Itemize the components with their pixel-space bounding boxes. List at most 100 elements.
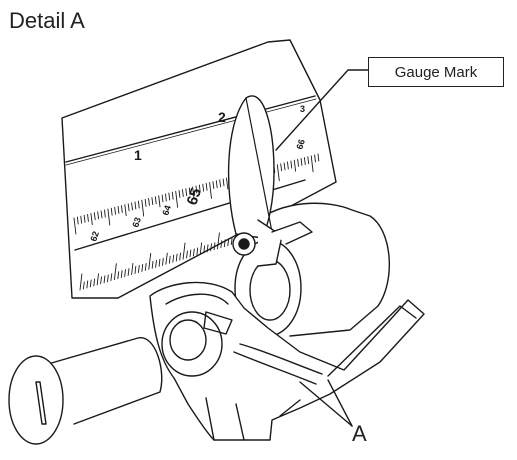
scale-tick [117, 271, 120, 280]
scale-tick [144, 198, 147, 207]
scale-plate [61, 39, 337, 299]
scale-tick [165, 193, 167, 202]
scale-tick [117, 205, 120, 214]
scale-tick [230, 237, 233, 246]
scale-tick [134, 201, 137, 210]
scale-tick [110, 273, 113, 282]
gauge-mark-paddle [227, 95, 313, 267]
scale-tick [79, 273, 83, 291]
gauge-mark-callout-box: Gauge Mark [368, 57, 504, 87]
scale-label-upper-1: 1 [134, 147, 142, 163]
scale-tick [210, 243, 212, 252]
scale-tick [120, 205, 123, 214]
scale-tick [87, 213, 89, 222]
scale-tick [293, 159, 297, 172]
scale-tick [212, 181, 215, 190]
scale-tick [137, 200, 140, 209]
scale-tick [290, 160, 293, 169]
scale-tick [213, 242, 216, 251]
scale-label-lower-66: 66 [294, 138, 307, 151]
scale-tick [93, 212, 96, 221]
scale-label-lower-63: 63 [130, 216, 143, 229]
scale-tick [283, 162, 286, 171]
scale-tick [107, 274, 109, 283]
scale-tick [113, 263, 117, 281]
scale-tick [175, 190, 179, 208]
scale-tick [104, 209, 106, 218]
figure-title: Detail A [9, 8, 85, 33]
scale-tick [175, 253, 178, 262]
scale-tick [97, 211, 100, 220]
scale-tick [100, 210, 103, 219]
scale-tick [168, 255, 171, 264]
scale-tick [82, 281, 85, 290]
scale-tick [226, 177, 229, 190]
scale-tick [185, 188, 188, 197]
scale-tick [134, 266, 137, 274]
scale-tick [198, 184, 201, 193]
scale-tick [127, 203, 130, 212]
scale-tick [217, 232, 220, 250]
scale-tick [172, 254, 175, 263]
scale-tick [73, 217, 77, 235]
scale-tick [303, 157, 306, 166]
scale-label-upper-3: 3 [300, 104, 305, 114]
scale-tick [188, 187, 191, 196]
scale-tick [317, 153, 320, 162]
scale-label-lower-62: 62 [88, 230, 101, 243]
shaft-and-knob [8, 337, 163, 445]
scale-tick [110, 207, 113, 216]
scale-label-lower-65: 65 [184, 186, 205, 207]
scale-tick [203, 245, 206, 254]
scale-tick [154, 196, 157, 205]
scale-tick [181, 189, 184, 198]
scale-tick [192, 248, 195, 257]
scale-tick [220, 240, 223, 249]
scale-tick [219, 179, 222, 188]
scale-label-upper-2: 2 [218, 109, 226, 125]
scale-tick [161, 194, 164, 203]
scale-tick [131, 263, 134, 275]
scale-tick [144, 262, 147, 271]
scale-tick [96, 273, 99, 286]
scale-tick [158, 195, 161, 208]
scale-tick [124, 269, 126, 278]
scale-tick [287, 161, 289, 170]
scale-tick [89, 279, 92, 288]
scale-label-lower-64: 64 [160, 204, 173, 217]
scale-tick [158, 258, 161, 267]
reference-leader-line-1 [299, 381, 353, 427]
scale-tick [310, 155, 314, 173]
scale-tick [120, 270, 123, 279]
bracket-body [149, 281, 425, 441]
scale-tick [151, 260, 154, 269]
scale-tick [215, 180, 218, 189]
scale-tick [131, 202, 133, 211]
scale-tick [148, 197, 150, 206]
scale-tick [297, 158, 299, 167]
scale-tick [162, 257, 164, 266]
scale-tick [202, 183, 205, 192]
scale-tick [141, 263, 144, 272]
scale-tick [93, 278, 96, 287]
scale-tick [80, 215, 83, 224]
scale-tick [137, 265, 140, 273]
scale-tick [148, 252, 152, 270]
scale-tick [280, 163, 283, 172]
scale-tick [223, 239, 226, 248]
scale-tick [151, 197, 154, 206]
scale-tick [127, 268, 130, 277]
reference-letter-a: A [352, 421, 367, 446]
scale-tick [103, 275, 106, 284]
scale-tick [100, 276, 102, 285]
scale-tick [209, 181, 212, 199]
scale-tick [206, 244, 209, 253]
scale-tick [124, 204, 127, 217]
scale-tick [168, 192, 171, 201]
gauge-mark-leader-line [275, 69, 369, 151]
scale-tick [186, 250, 188, 259]
scale-tick [76, 216, 79, 225]
scale-tick [307, 156, 310, 165]
